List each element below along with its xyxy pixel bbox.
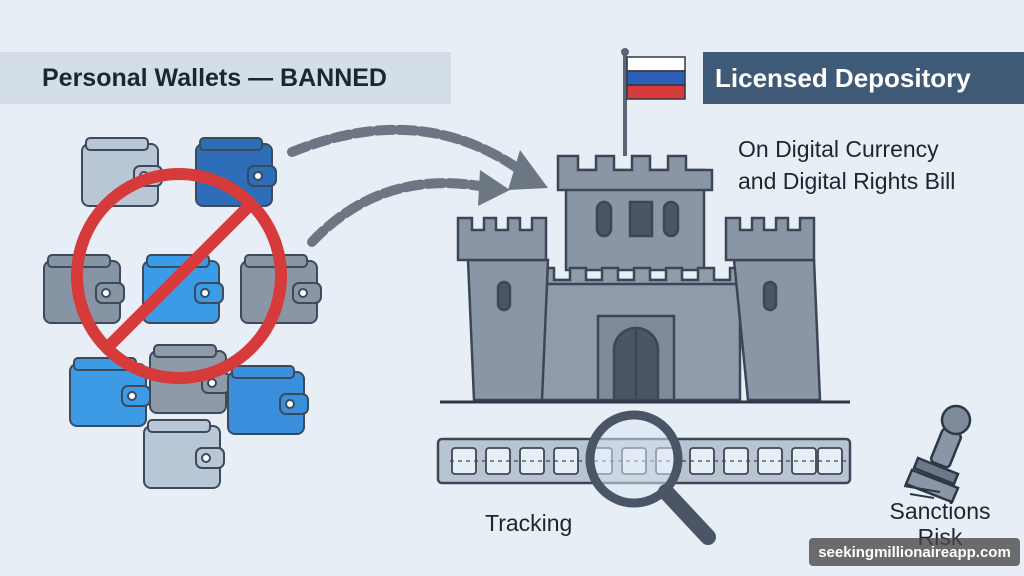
prohibited-sign-icon bbox=[71, 168, 287, 384]
personal-wallets-banned-label: Personal Wallets — BANNED bbox=[0, 52, 451, 104]
sanctions-risk-line1: Sanctions bbox=[889, 498, 991, 524]
wallet-icon bbox=[227, 365, 309, 435]
magnifying-glass-icon bbox=[585, 410, 716, 545]
bill-title: On Digital Currency and Digital Rights B… bbox=[738, 133, 1018, 197]
rubber-stamp-icon bbox=[903, 404, 972, 504]
bill-title-line2: and Digital Rights Bill bbox=[738, 168, 956, 194]
chain-arrow-icon bbox=[287, 124, 548, 190]
licensed-depository-label: Licensed Depository bbox=[703, 52, 1024, 104]
watermark: seekingmillionaireapp.com bbox=[809, 538, 1020, 566]
bill-title-line1: On Digital Currency bbox=[738, 136, 939, 162]
chain-arrow-icon bbox=[307, 170, 510, 247]
wallet-icon bbox=[143, 419, 225, 489]
russian-flag-icon bbox=[621, 48, 686, 156]
tracking-label: Tracking bbox=[485, 510, 573, 536]
castle-icon bbox=[440, 154, 850, 404]
